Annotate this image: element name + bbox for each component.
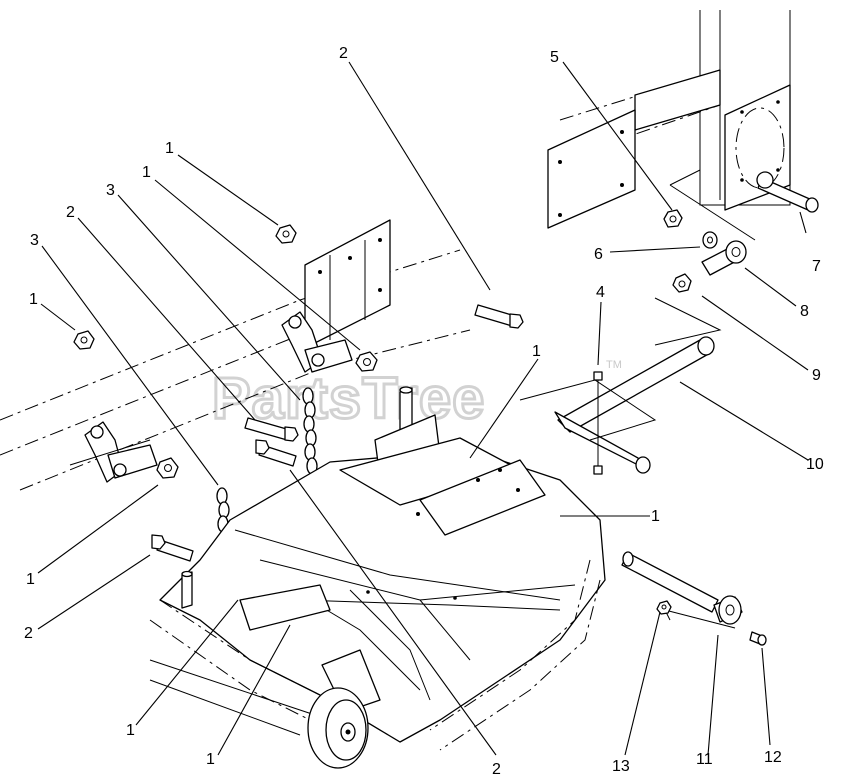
callout-label: 2 [339, 45, 348, 62]
nut-9 [672, 273, 692, 293]
bolt-7 [756, 171, 819, 213]
callout-label: 3 [106, 182, 115, 199]
nut-1-d [156, 457, 179, 479]
callouts: 2 5 1 1 3 2 3 1 6 7 4 8 9 1 10 1 1 2 1 1… [24, 45, 824, 778]
bolt-2-c [255, 439, 297, 467]
rear-deck-bracket [239, 584, 331, 631]
nut-13 [656, 600, 672, 615]
nut-1-a [275, 224, 297, 244]
callout-label: 8 [800, 303, 809, 320]
frame-plate-right [547, 109, 636, 229]
watermark-trademark: TM [606, 359, 622, 371]
deck-center-bracket [339, 386, 546, 536]
bolt-2-d [151, 534, 194, 562]
callout-label: 10 [806, 456, 824, 473]
hanger-bracket-right [281, 311, 353, 373]
lift-shaft-10 [519, 297, 722, 474]
front-post [181, 570, 193, 609]
hanger-bracket-left [69, 421, 158, 483]
callout-label: 2 [24, 625, 33, 642]
nut-5 [663, 209, 683, 228]
callout-label: 6 [594, 246, 603, 263]
callout-label: 2 [492, 761, 501, 778]
washer-6 [702, 231, 718, 249]
callout-label: 9 [812, 367, 821, 384]
front-frame-left [0, 219, 471, 491]
anti-scalp-wheel [307, 649, 381, 769]
chain-3-upper [302, 387, 318, 475]
tractor-frame [547, 10, 791, 241]
bolt-2-a [474, 304, 524, 329]
bolt-12 [749, 631, 767, 646]
callout-label: 3 [30, 232, 39, 249]
lift-link-8 [701, 240, 747, 276]
callout-label: 1 [532, 343, 541, 360]
callout-label: 1 [165, 140, 174, 157]
bolt-2-b [244, 417, 299, 442]
callout-label: 4 [596, 284, 605, 301]
callout-label: 1 [26, 571, 35, 588]
callout-label: 1 [651, 508, 660, 525]
callout-label: 13 [612, 758, 630, 775]
callout-label: 5 [550, 49, 559, 66]
callout-label: 2 [66, 204, 75, 221]
callout-label: 1 [29, 291, 38, 308]
nut-1-c [355, 351, 378, 372]
nut-1-b [73, 330, 95, 350]
callout-label: 12 [764, 749, 782, 766]
callout-label: 1 [206, 751, 215, 768]
callout-label: 1 [126, 722, 135, 739]
bolt-4 [593, 371, 603, 475]
leader-lines [37, 61, 809, 756]
callout-label: 1 [142, 164, 151, 181]
rear-pivot-11 [621, 551, 743, 629]
frame-plate-left [304, 219, 391, 349]
callout-label: 11 [696, 751, 713, 768]
callout-label: 7 [812, 258, 821, 275]
